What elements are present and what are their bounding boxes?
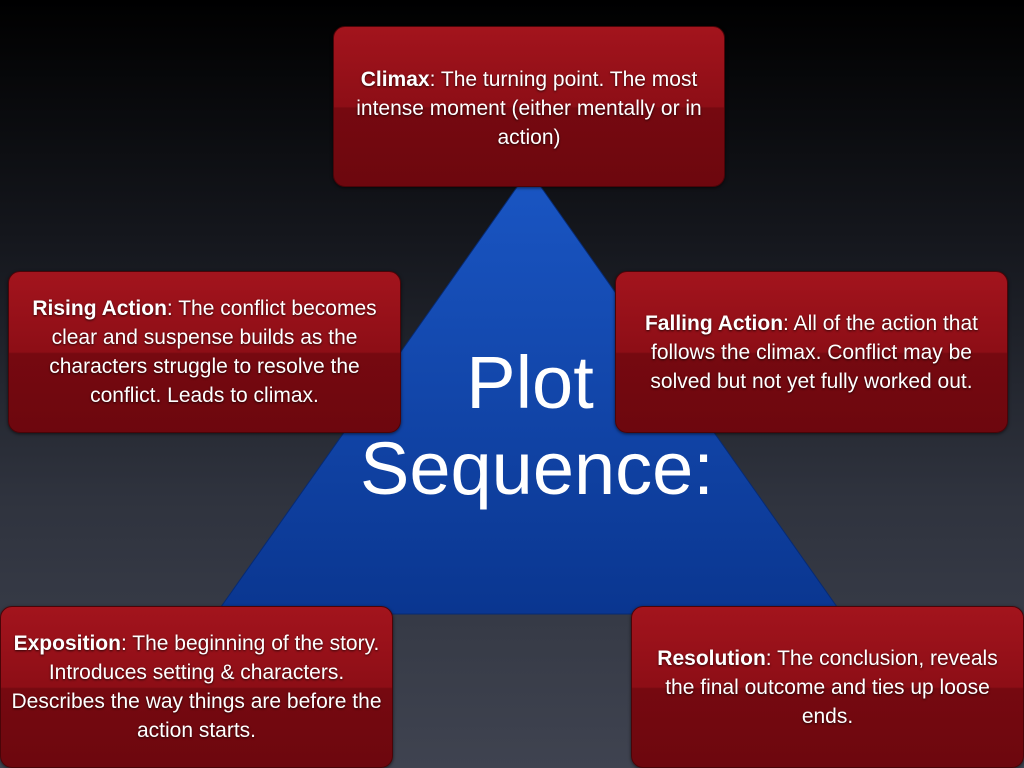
falling-action-term: Falling Action [644,311,784,335]
exposition-box: Exposition: The beginning of the story. … [0,606,393,768]
rising-action-term: Rising Action [32,297,167,320]
rising-action-text: Rising Action: The conflict becomes clea… [19,294,390,410]
climax-term: Climax [360,68,430,91]
resolution-text: Resolution: The conclusion, reveals the … [642,644,1013,731]
falling-action-text: Falling Action: All of the action that f… [626,309,997,396]
exposition-text: Exposition: The beginning of the story. … [11,629,382,745]
diagram-title: Plot Sequence: [360,341,714,510]
resolution-description: : The conclusion, reveals the final outc… [665,646,998,728]
climax-box: Climax: The turning point. The most inte… [333,26,725,187]
exposition-term: Exposition [13,632,121,655]
falling-action-box: Falling Action: All of the action that f… [615,271,1008,433]
rising-action-description: : The conflict becomes clear and suspens… [49,297,377,407]
rising-action-box: Rising Action: The conflict becomes clea… [8,271,401,433]
exposition-description: : The beginning of the story. Introduces… [11,632,382,742]
resolution-box: Resolution: The conclusion, reveals the … [631,606,1024,768]
resolution-term: Resolution [657,646,766,670]
falling-action-description: : All of the action that follows the cli… [650,311,979,393]
climax-text: Climax: The turning point. The most inte… [344,65,714,152]
climax-description: : The turning point. The most intense mo… [356,68,702,149]
